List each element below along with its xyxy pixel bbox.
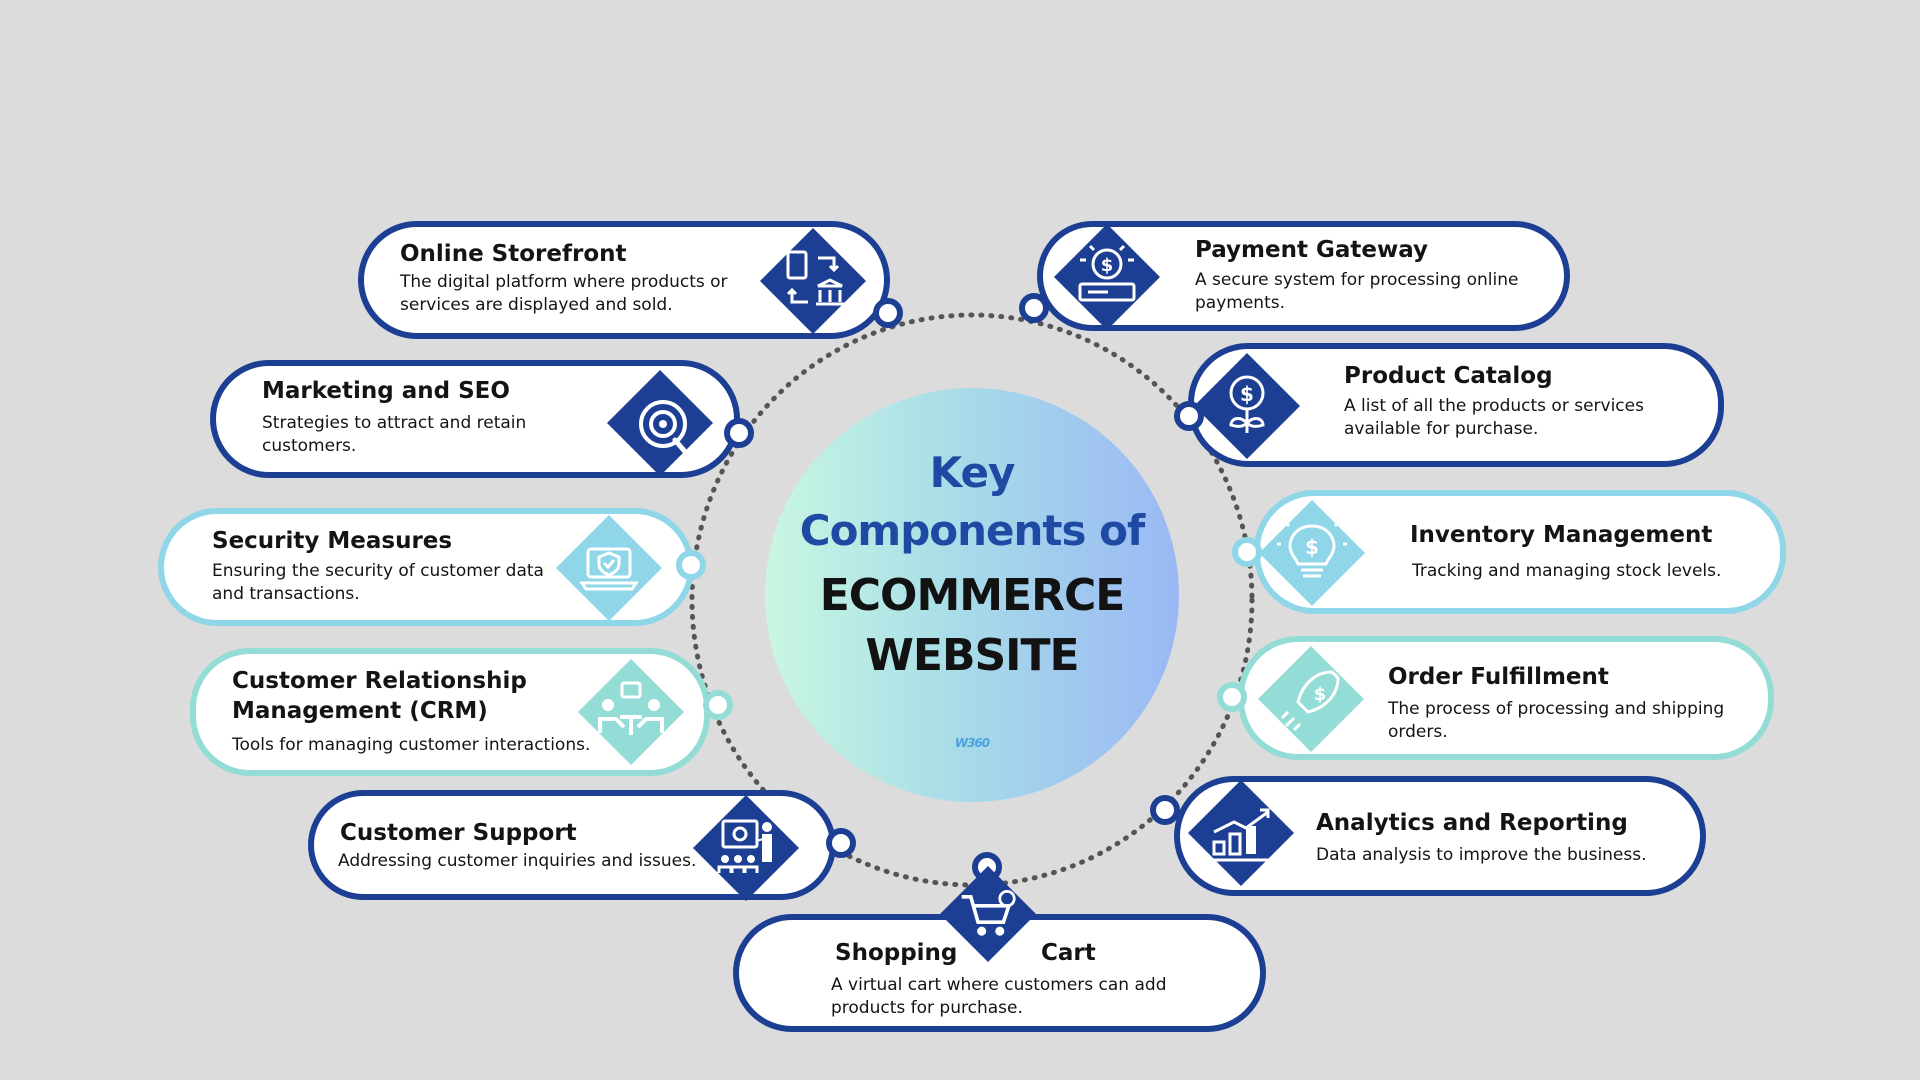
card-title: Online Storefront — [400, 241, 627, 267]
card-description: Ensuring the security of customer data a… — [212, 561, 544, 604]
w360-logo: W360 — [765, 736, 1179, 766]
card-title: Security Measures — [212, 528, 453, 554]
title-line-key: Key — [929, 448, 1016, 497]
shopping-cart-icon — [940, 866, 1036, 962]
card-title: Customer Relationship Management (CRM) — [232, 668, 527, 724]
card-title: Inventory Management — [1410, 522, 1713, 548]
rocket-dollar-icon: $ — [1258, 646, 1364, 752]
connector-dot — [724, 418, 754, 448]
card-description: Strategies to attract and retain custome… — [262, 413, 527, 456]
dollar-plant-icon: $ — [1194, 353, 1300, 459]
card-title-cart: Cart — [1041, 940, 1096, 966]
card-title: Analytics and Reporting — [1316, 810, 1628, 836]
logo-text: W360 — [954, 736, 990, 750]
storefront-exchange-icon — [760, 228, 866, 334]
connector-dot — [1019, 293, 1049, 323]
connector-dot — [1217, 682, 1247, 712]
center-title-circle: Key Components of ECOMMERCE WEBSITE W360 — [765, 388, 1179, 802]
connector-dot — [703, 690, 733, 720]
title-line-ecommerce: ECOMMERCE — [819, 570, 1126, 621]
card-description: Data analysis to improve the business. — [1316, 845, 1647, 865]
connector-dot — [826, 828, 856, 858]
connector-dot — [1174, 401, 1204, 431]
card-title: Payment Gateway — [1195, 237, 1429, 263]
card-description: A list of all the products or services a… — [1344, 396, 1644, 439]
card-analytics-reporting: Analytics and Reporting Data analysis to… — [1174, 776, 1706, 896]
connector-dot — [1232, 537, 1262, 567]
svg-text:$: $ — [1101, 255, 1114, 276]
card-description: A virtual cart where customers can add p… — [831, 975, 1167, 1018]
svg-text:$: $ — [1240, 382, 1254, 406]
title-line-components: Components of — [799, 506, 1145, 555]
search-target-icon — [607, 370, 713, 476]
card-title: Product Catalog — [1344, 363, 1553, 389]
card-payment-gateway: Payment Gateway A secure system for proc… — [1037, 221, 1570, 331]
connector-dot — [676, 550, 706, 580]
card-title: Marketing and SEO — [262, 378, 510, 404]
payment-terminal-icon: $ — [1054, 224, 1160, 330]
card-title: Customer Support — [340, 820, 577, 846]
card-description: The digital platform where products or s… — [400, 272, 728, 315]
shield-laptop-icon — [556, 515, 662, 621]
growth-chart-icon — [1188, 780, 1294, 886]
meeting-people-icon — [578, 659, 684, 765]
title-line-website: WEBSITE — [865, 630, 1079, 681]
card-description: Tracking and managing stock levels. — [1412, 561, 1722, 581]
card-description: A secure system for processing online pa… — [1195, 270, 1519, 313]
card-title-shopping: Shopping — [835, 940, 958, 966]
svg-text:$: $ — [1305, 535, 1319, 559]
card-description: Tools for managing customer interactions… — [232, 735, 591, 755]
card-description: The process of processing and shipping o… — [1388, 699, 1725, 742]
svg-text:$: $ — [1314, 684, 1327, 705]
connector-dot — [873, 298, 903, 328]
dollar-bulb-icon: $ — [1259, 500, 1365, 606]
card-title: Order Fulfillment — [1388, 664, 1609, 690]
card-inventory-management: Inventory Management Tracking and managi… — [1254, 490, 1786, 614]
connector-dot — [1150, 795, 1180, 825]
card-description: Addressing customer inquiries and issues… — [338, 851, 697, 871]
presentation-support-icon — [693, 795, 799, 901]
